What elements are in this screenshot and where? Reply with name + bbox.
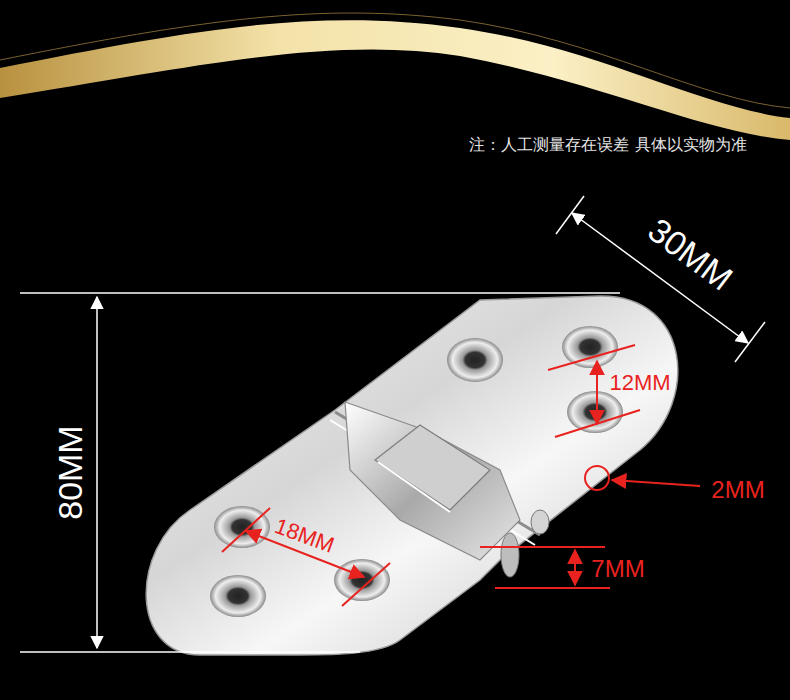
dimension-label: 80MM: [50, 426, 89, 520]
note-text: 注：人工测量存在误差 具体以实物为准: [469, 136, 746, 154]
dimension-label: 30MM: [641, 211, 740, 299]
dimension-label: 2MM: [711, 476, 764, 504]
dimension-label: 7MM: [591, 555, 644, 583]
dimension-label: 12MM: [609, 370, 670, 395]
